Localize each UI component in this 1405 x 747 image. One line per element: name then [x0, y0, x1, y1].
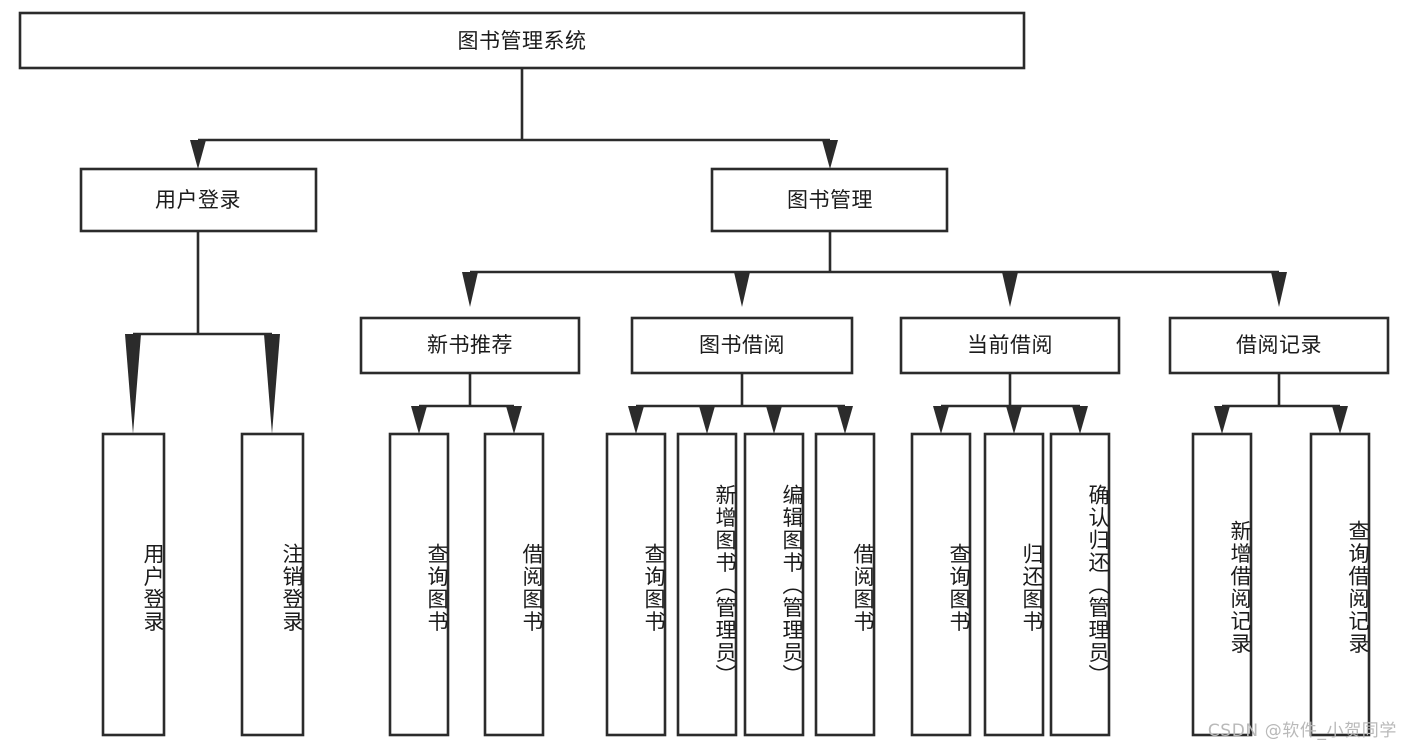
- arrow-head-leaf-current-borrow-1: [1006, 406, 1022, 434]
- node-user-login[interactable]: 用户登录: [79, 167, 318, 233]
- leaf-label-current-borrow-2: 确认归还（管理员）: [1086, 483, 1110, 687]
- arrow-head-book-borrow: [734, 272, 750, 307]
- arrow-head-leaf-borrow-record-0: [1214, 406, 1230, 434]
- connector-group-new-book-rec-leaves: [411, 373, 522, 434]
- arrow-head-leaf-borrow-record-1: [1332, 406, 1348, 434]
- arrow-head-borrow-record: [1271, 272, 1287, 307]
- leaf-label-book-borrow-3: 借阅图书: [851, 543, 875, 633]
- connector-group-current-borrow-leaves: [933, 373, 1088, 434]
- node-root[interactable]: 图书管理系统: [18, 11, 1026, 70]
- node-user-login-box[interactable]: [79, 167, 318, 233]
- connector-group-book-manage-to-level3: [462, 231, 1287, 307]
- connector-group-user-login-leaves: [125, 231, 280, 434]
- arrow-head-leaf-user-login-0: [125, 334, 141, 434]
- arrow-head-current-borrow: [1002, 272, 1018, 307]
- leaf-box-current-borrow-1[interactable]: [983, 432, 1045, 737]
- node-current-borrow[interactable]: 当前借阅: [899, 316, 1121, 375]
- arrow-head-leaf-book-borrow-2: [766, 406, 782, 434]
- node-book-manage[interactable]: 图书管理: [710, 167, 949, 233]
- arrow-head-leaf-user-login-1: [264, 334, 280, 434]
- leaf-label-book-borrow-2: 编辑图书（管理员）: [780, 483, 804, 687]
- leaf-box-new-book-rec-1[interactable]: [483, 432, 545, 737]
- node-new-book-rec-label: 新书推荐: [427, 333, 513, 357]
- node-book-manage-box[interactable]: [710, 167, 949, 233]
- arrow-head-leaf-book-borrow-0: [628, 406, 644, 434]
- leaf-label-borrow-record-1: 查询借阅记录: [1346, 519, 1370, 655]
- leaf-box-user-login-0[interactable]: [101, 432, 166, 737]
- arrow-head-leaf-new-book-rec-0: [411, 406, 427, 434]
- leaf-boxes-borrow-record: [1191, 432, 1371, 737]
- leaf-boxes-book-borrow: [605, 432, 876, 737]
- leaf-label-current-borrow-0: 查询图书: [947, 543, 971, 633]
- leaf-label-borrow-record-0: 新增借阅记录: [1228, 519, 1252, 655]
- leaf-box-book-borrow-1[interactable]: [676, 432, 738, 737]
- leaf-boxes-current-borrow: [910, 432, 1111, 737]
- arrow-head-leaf-book-borrow-3: [837, 406, 853, 434]
- arrow-head-leaf-current-borrow-0: [933, 406, 949, 434]
- node-new-book-rec-box[interactable]: [359, 316, 581, 375]
- arrow-head-leaf-new-book-rec-1: [506, 406, 522, 434]
- node-borrow-record-label: 借阅记录: [1236, 333, 1322, 357]
- arrow-head-leaf-book-borrow-1: [699, 406, 715, 434]
- node-book-manage-label: 图书管理: [787, 188, 873, 212]
- connector-group-root-to-level2: [190, 68, 838, 169]
- arrow-head-leaf-current-borrow-2: [1072, 406, 1088, 434]
- node-user-login-label: 用户登录: [155, 188, 241, 212]
- arrow-head-book-manage: [822, 140, 838, 169]
- leaf-boxes-user-login: [101, 432, 305, 737]
- leaf-box-book-borrow-3[interactable]: [814, 432, 876, 737]
- leaf-label-user-login-1: 注销登录: [280, 543, 304, 633]
- leaf-boxes-new-book-rec: [388, 432, 545, 737]
- leaf-box-current-borrow-0[interactable]: [910, 432, 972, 737]
- leaf-box-book-borrow-0[interactable]: [605, 432, 667, 737]
- leaf-label-user-login-0: 用户登录: [141, 543, 165, 633]
- leaf-label-book-borrow-0: 查询图书: [642, 543, 666, 633]
- leaf-label-new-book-rec-0: 查询图书: [425, 543, 449, 633]
- arrow-head-new-book-rec: [462, 272, 478, 307]
- leaf-box-book-borrow-2[interactable]: [743, 432, 805, 737]
- connector-group-book-borrow-leaves: [628, 373, 853, 434]
- node-book-borrow-box[interactable]: [630, 316, 854, 375]
- node-new-book-rec[interactable]: 新书推荐: [359, 316, 581, 375]
- arrow-head-user-login: [190, 140, 206, 169]
- leaf-label-current-borrow-1: 归还图书: [1020, 543, 1044, 633]
- node-current-borrow-label: 当前借阅: [967, 333, 1053, 357]
- leaf-label-book-borrow-1: 新增图书（管理员）: [713, 483, 737, 687]
- node-book-borrow[interactable]: 图书借阅: [630, 316, 854, 375]
- node-book-borrow-label: 图书借阅: [699, 333, 785, 357]
- connector-group-borrow-record-leaves: [1214, 373, 1348, 434]
- node-root-box[interactable]: [18, 11, 1026, 70]
- node-current-borrow-box[interactable]: [899, 316, 1121, 375]
- leaf-box-current-borrow-2[interactable]: [1049, 432, 1111, 737]
- node-borrow-record[interactable]: 借阅记录: [1168, 316, 1390, 375]
- leaf-label-new-book-rec-1: 借阅图书: [520, 543, 544, 633]
- leaf-box-borrow-record-0[interactable]: [1191, 432, 1253, 737]
- leaf-box-new-book-rec-0[interactable]: [388, 432, 450, 737]
- node-root-label: 图书管理系统: [458, 29, 587, 53]
- leaf-box-borrow-record-1[interactable]: [1309, 432, 1371, 737]
- node-borrow-record-box[interactable]: [1168, 316, 1390, 375]
- leaf-box-user-login-1[interactable]: [240, 432, 305, 737]
